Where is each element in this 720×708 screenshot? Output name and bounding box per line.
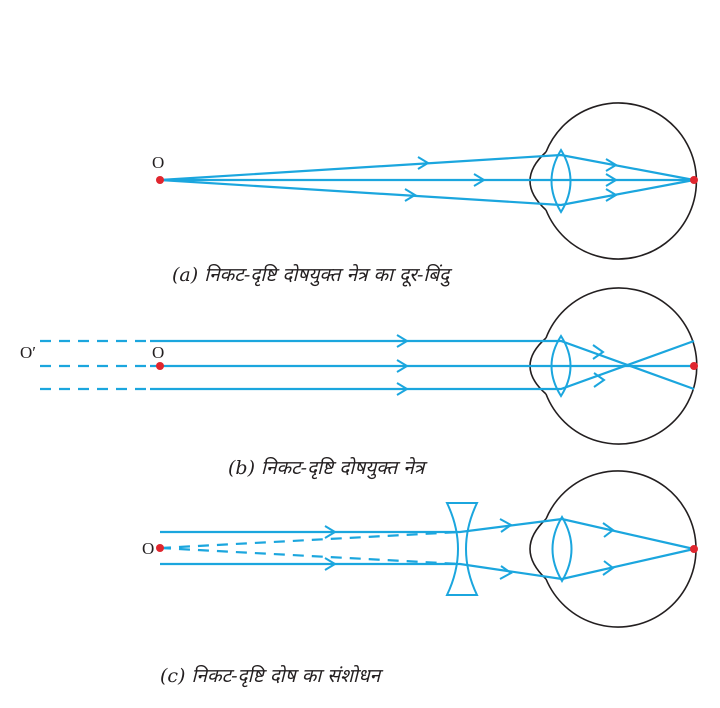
arrows-a: [404, 156, 618, 202]
object-point-c: [156, 544, 164, 552]
ray-b-bottom: [150, 339, 695, 391]
caption-c: (c) निकट-दृष्टि दोष का संशोधन: [160, 664, 384, 688]
retina-point-b: [690, 362, 698, 370]
object-point-a: [156, 176, 164, 184]
panel-a: O (a) निकट-दृष्टि दोषयुक्त नेत्र का दूर-…: [152, 102, 698, 287]
arrow-a-3: [404, 188, 417, 202]
arrow-a-2: [473, 173, 486, 187]
arrow-a-1: [417, 156, 430, 170]
eye-c: [529, 470, 697, 628]
arrow-c-2: [324, 557, 337, 571]
retina-point-c: [690, 545, 698, 553]
concave-corrective-lens: [445, 502, 479, 596]
arrow-b-2: [396, 359, 409, 373]
virtual-rays-c: [159, 530, 461, 566]
arrow-b-1: [396, 334, 409, 348]
far-rays-b: [40, 339, 150, 391]
caption-a: (a) निकट-दृष्टि दोषयुक्त नेत्र का दूर-बि…: [172, 263, 453, 287]
eye-lens-a: [550, 148, 572, 214]
arrow-a-4: [605, 158, 618, 172]
arrow-a-5: [605, 173, 618, 187]
retina-point-a: [690, 176, 698, 184]
arrow-c-6: [602, 560, 615, 576]
panel-c: O (c) निकट-दृष्टि दोष का संशोधन: [142, 470, 698, 688]
rays-a: [159, 153, 695, 207]
arrow-c-4: [499, 565, 513, 580]
arrow-b-4: [592, 344, 605, 360]
eye-lens-b: [550, 334, 572, 398]
arrow-b-5: [593, 372, 606, 388]
rays-c: [160, 517, 695, 581]
cornea-c: [529, 518, 547, 580]
virtual-ray-c-bottom: [159, 546, 461, 566]
ray-c-bottom: [160, 547, 695, 581]
arrows-b: [396, 334, 606, 396]
ray-a-top: [159, 153, 695, 182]
caption-b: (b) निकट-दृष्टि दोषयुक्त नेत्र: [228, 456, 428, 480]
ray-b-top: [150, 339, 695, 391]
panel-b: O′ O (b) निकट-दृष्टि दोषयुक्त नेत्र: [20, 287, 698, 480]
eye-lens-c: [551, 515, 573, 583]
ray-a-bottom: [159, 178, 695, 207]
arrow-c-3: [499, 518, 513, 533]
object-point-b: [156, 362, 164, 370]
object-label-b: O: [152, 343, 164, 362]
arrow-c-1: [324, 525, 337, 539]
rays-b: [150, 339, 695, 391]
far-point-label-b: O′: [20, 343, 36, 362]
arrow-a-6: [605, 188, 618, 202]
eyeball-c: [545, 470, 697, 628]
arrow-c-5: [602, 522, 615, 538]
object-label-c: O: [142, 539, 154, 558]
arrow-b-3: [396, 382, 409, 396]
object-label-a: O: [152, 153, 164, 172]
arrows-c: [324, 518, 615, 580]
virtual-ray-c-top: [159, 530, 461, 550]
